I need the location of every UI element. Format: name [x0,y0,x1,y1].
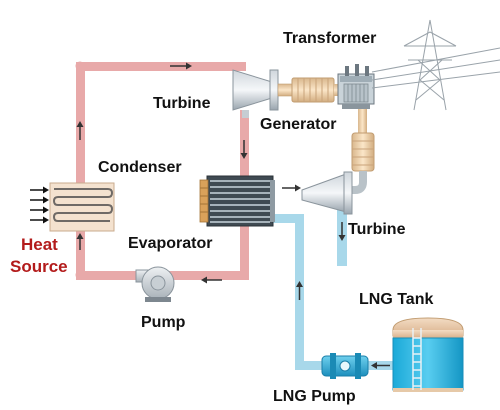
turbine-top [232,69,279,118]
cold-pipe-bottom [295,361,325,370]
transformer-label: Transformer [283,30,377,47]
arrow-up-left [76,121,84,140]
arrow-left-bottom [201,276,222,284]
generator-label: Generator [260,116,337,133]
turbine-right-label: Turbine [348,221,406,238]
lng-pump-label: LNG Pump [273,388,356,405]
pump-hot-loop [135,266,175,302]
arrow-left-cold [371,362,390,369]
lng-tank [392,317,464,392]
heat-input-arrows [30,186,49,224]
lng-tank-label: LNG Tank [359,291,434,308]
transformer [337,64,375,109]
turbine-right [301,171,353,215]
generator [291,77,340,103]
hot-flow-arrows [76,62,248,284]
pump-label: Pump [141,314,186,331]
cold-flow-arrows [282,184,390,369]
lng-pump [321,353,369,379]
arrow-up-left-2 [76,233,84,250]
evaporator-label: Evaporator [128,235,213,252]
cold-pipe-top [273,214,301,223]
heat-label: Heat [21,235,58,254]
power-tower [371,19,500,111]
arrow-up-cold [296,281,303,300]
turbine-top-label: Turbine [153,95,211,112]
hot-pipe-top [76,62,246,71]
heat-source-exchanger [49,182,115,232]
shaft-vertical [348,109,375,194]
condenser-evaporator [199,175,275,227]
arrow-down-turbine-outlet [338,222,346,241]
arrow-right-top [170,62,192,70]
hot-pipe-left [76,62,85,280]
arrow-down-right [240,140,248,159]
source-label: Source [10,257,68,276]
arrow-right-to-turbine [282,184,301,192]
condenser-label: Condenser [98,159,182,176]
